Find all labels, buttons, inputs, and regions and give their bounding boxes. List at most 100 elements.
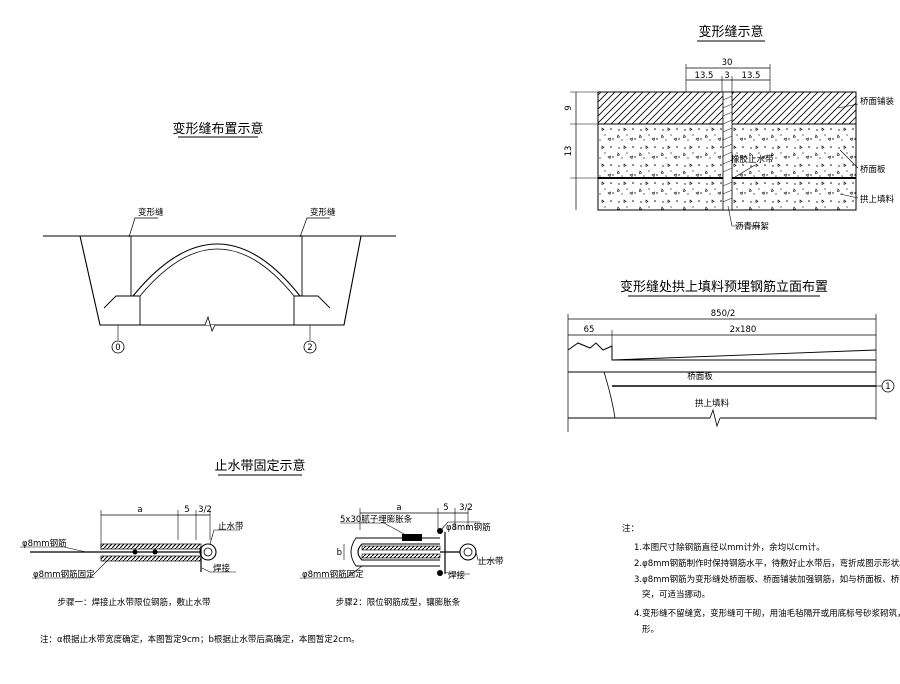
leader: [475, 551, 500, 561]
leader: [837, 103, 859, 109]
leader: [20, 546, 87, 553]
leader: [340, 522, 405, 535]
dim-b: b: [337, 548, 342, 558]
label-asphalt: 沥青麻絮: [735, 221, 769, 232]
waterstop-footnote: 注：α根据止水带宽度确定，本图暂定9cm；b根据止水带后高确定，本图暂定2cm。: [40, 634, 360, 645]
joint-fill: [722, 95, 733, 203]
axis-marker-right-label: 2: [307, 343, 312, 353]
waterstop-fix-title: 止水带固定示意: [214, 458, 305, 474]
layout-plan-title: 变形缝布置示意: [172, 121, 263, 137]
label-rebar: φ8mm钢筋: [446, 522, 491, 533]
waterstop-body: [100, 555, 202, 562]
dim-total: 850/2: [711, 309, 736, 319]
label-weld: 焊接: [448, 570, 466, 581]
dim-spacing: 2x180: [730, 325, 757, 335]
waterstop-bulb-inner: [203, 547, 213, 557]
leader: [727, 205, 760, 227]
joint-detail-title: 变形缝示意: [698, 24, 763, 40]
joint-gap: [722, 91, 733, 211]
leader: [439, 521, 480, 532]
dim-b2: 3/2: [198, 505, 212, 515]
leader: [839, 193, 859, 199]
note-3b: 突，可适当挪动。: [642, 589, 710, 600]
dim-right: 13.5: [742, 71, 761, 81]
label-weld: 焊接: [213, 563, 231, 574]
waterstop-body: [361, 545, 441, 551]
label-rebar: φ8mm钢筋: [22, 538, 67, 549]
dim-side: 13: [564, 146, 574, 157]
label-fill: 拱上填料: [860, 194, 895, 205]
arch-outer: [132, 243, 301, 297]
dim-a: a: [396, 503, 401, 513]
axis-marker-left: [111, 340, 125, 354]
dim-a: a: [137, 505, 142, 515]
axis-marker-left-label: 0: [115, 343, 120, 353]
step-2-caption: 步骤2：限位钢筋成型，镶膨胀条: [336, 597, 461, 608]
label-deck: 桥面板: [687, 371, 713, 382]
expansion-strip: [402, 534, 422, 541]
note-2: 2.φ8mm钢筋制作时保持钢筋水平，待敷好止水带后，弯折成图示形状。: [634, 558, 900, 569]
step-2-detail: a 5 3/2 b 5x30腻子埋膨胀条 φ8mm钢筋 φ8mm钢筋固定: [300, 503, 504, 608]
label-rebar-fixed: φ8mm钢筋固定: [302, 569, 364, 580]
left-joint-leader: [128, 217, 158, 238]
bent-rebar-outer: [350, 537, 440, 567]
notes: 注： 1.本图尺寸除钢筋直径以mm计外，余均以cm计。 2.φ8mm钢筋制作时保…: [622, 523, 900, 635]
waterstop-body: [361, 553, 441, 559]
dim-left: 13.5: [695, 71, 714, 81]
rebar-dot: [132, 549, 138, 555]
label-waterstop: 止水带: [478, 556, 504, 567]
right-joint-label: 变形缝: [310, 207, 336, 218]
leader: [201, 567, 236, 573]
note-1: 1.本图尺寸除钢筋直径以mm计外，余均以cm计。: [634, 542, 825, 553]
rebar-dot: [437, 570, 443, 576]
waterstop-body: [100, 543, 202, 550]
layout-plan: 变形缝布置示意 变形缝 变形缝 0 2: [43, 121, 396, 354]
label-strip: 5x30腻子埋膨胀条: [340, 514, 413, 525]
waterstop-bulb-inner: [463, 547, 473, 557]
rebar-elevation-title: 变形缝处拱上填料预埋钢筋立面布置: [620, 279, 828, 295]
dim-5: 5: [184, 505, 189, 515]
note-3a: 3.φ8mm钢筋为变形缝处桥面板、桥面铺装加强钢筋，如与桥面板、桥面铺装钢: [634, 574, 900, 585]
dim-mid: 3: [724, 71, 729, 81]
label-waterstop: 橡胶止水带: [731, 154, 774, 165]
dim-5: 5: [443, 503, 448, 513]
left-joint-label: 变形缝: [138, 207, 164, 218]
right-joint-leader: [299, 217, 330, 238]
dim-b2: 3/2: [459, 503, 473, 513]
deck-top: [567, 342, 876, 361]
notes-heading: 注：: [622, 523, 639, 534]
rebar-top: [611, 349, 877, 361]
joint-detail: 变形缝示意 30 13.5 3 13.5 9 13 桥面铺装 桥面板: [564, 24, 895, 232]
label-waterstop: 止水带: [218, 521, 244, 532]
leader: [734, 164, 756, 178]
dim-left: 65: [584, 325, 595, 335]
axis-marker: [881, 379, 895, 393]
break-mark: [204, 315, 216, 333]
dim-total: 30: [722, 58, 733, 68]
left-abutment: [103, 295, 141, 325]
axis-marker-right: [303, 340, 317, 354]
step-1-detail: a 5 3/2 φ8mm钢筋 φ8mm钢筋固定 止水带 焊接 步骤一：焊接止水带…: [20, 505, 244, 608]
label-pavement: 桥面铺装: [860, 96, 895, 107]
leader: [209, 529, 240, 545]
fill-edge: [603, 371, 616, 419]
note-4b: 形。: [642, 625, 659, 635]
rebar-dot: [152, 549, 158, 555]
break-mark: [709, 408, 721, 428]
leader: [32, 559, 109, 579]
right-abutment: [293, 295, 331, 325]
rebar-elevation: 变形缝处拱上填料预埋钢筋立面布置 850/2 65 2x180 1 桥面板 拱上…: [567, 279, 895, 432]
leader: [300, 565, 363, 579]
note-4a: 4.变形缝不留缝宽，变形缝可干砌，用油毛毡隔开或用底标号砂浆砌筑，以适应: [634, 608, 900, 619]
leader: [839, 149, 859, 169]
arch-inner: [139, 248, 295, 297]
label-deck: 桥面板: [860, 164, 886, 175]
step-1-caption: 步骤一：焊接止水带限位钢筋，敷止水带: [57, 597, 211, 608]
leader: [444, 571, 470, 575]
label-rebar-fixed: φ8mm钢筋固定: [33, 569, 95, 580]
waterstop-fix: 止水带固定示意 a 5 3/2 φ8mm钢筋 φ8mm钢筋固定 止水: [20, 458, 504, 645]
dim-top: 9: [564, 105, 574, 110]
label-fill: 拱上填料: [695, 398, 730, 409]
bent-rebar: [357, 543, 440, 561]
